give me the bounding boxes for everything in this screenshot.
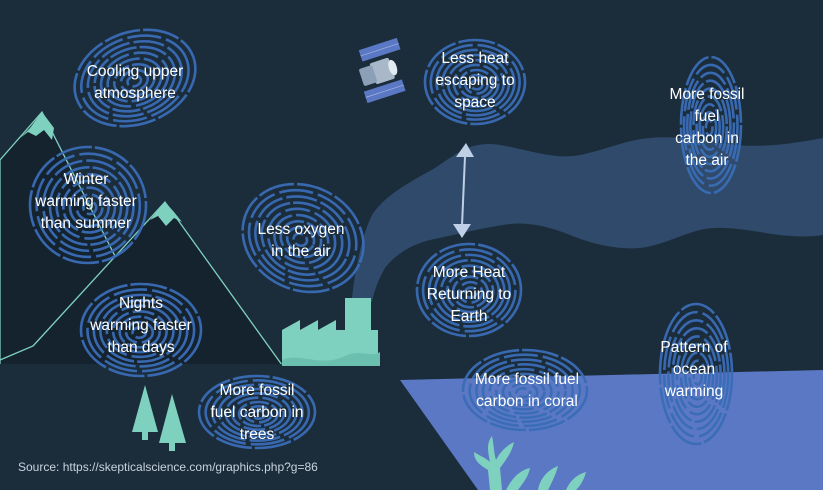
fingerprint-icon	[461, 348, 589, 432]
fingerprint-icon	[679, 55, 743, 195]
source-credit: Source: https://skepticalscience.com/gra…	[18, 460, 318, 474]
fingerprint-icon	[658, 302, 734, 446]
fingerprint-icon	[73, 28, 197, 128]
fingerprint-icon	[423, 38, 527, 126]
fingerprint-icon	[79, 282, 203, 378]
label-more-fossil-carbon-trees: More fossil fuel carbon in trees	[210, 382, 304, 443]
snow-cap-front	[150, 202, 182, 226]
fingerprints	[28, 28, 743, 450]
label-more-fossil-carbon-air: More fossil fuel carbon in the air	[669, 86, 745, 169]
label-more-heat-returning: More Heat Returning to Earth	[426, 264, 512, 325]
satellite-icon	[358, 37, 406, 104]
snow-cap-back	[20, 112, 54, 140]
fingerprint-icon	[197, 374, 317, 450]
fingerprint-icon	[241, 182, 365, 294]
label-less-oxygen: Less oxygen in the air	[257, 221, 345, 260]
fingerprint-icon	[28, 145, 148, 265]
double-arrow-icon	[453, 143, 474, 238]
factory-icon	[282, 298, 380, 366]
label-cooling-upper-atmosphere: Cooling upper atmosphere	[86, 63, 184, 102]
label-pattern-ocean-warming: Pattern of ocean warming	[660, 339, 728, 400]
label-winter-warming: Winter warming faster than summer	[35, 171, 137, 232]
label-nights-warming: Nights warming faster than days	[90, 295, 192, 356]
smoke-plume	[352, 137, 823, 302]
tree-icon	[132, 385, 186, 451]
fingerprint-icon	[415, 242, 523, 338]
label-more-fossil-carbon-coral: More fossil fuel carbon in coral	[474, 371, 580, 410]
coral-icon	[474, 436, 586, 490]
label-less-heat-escaping: Less heat escaping to space	[435, 50, 515, 111]
